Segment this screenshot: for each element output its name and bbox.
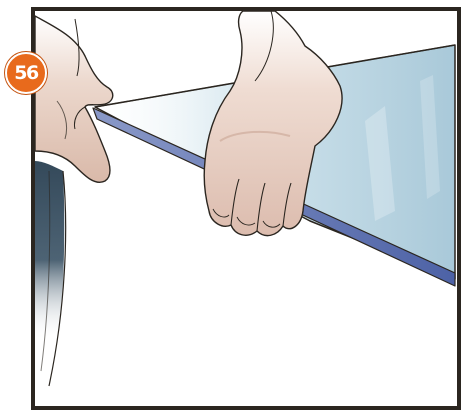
glass-shelf-illustration (35, 11, 457, 406)
step-number-badge: 56 (5, 52, 47, 94)
step-number: 56 (14, 64, 37, 83)
illustration-panel (31, 7, 461, 410)
left-hand (35, 16, 113, 182)
